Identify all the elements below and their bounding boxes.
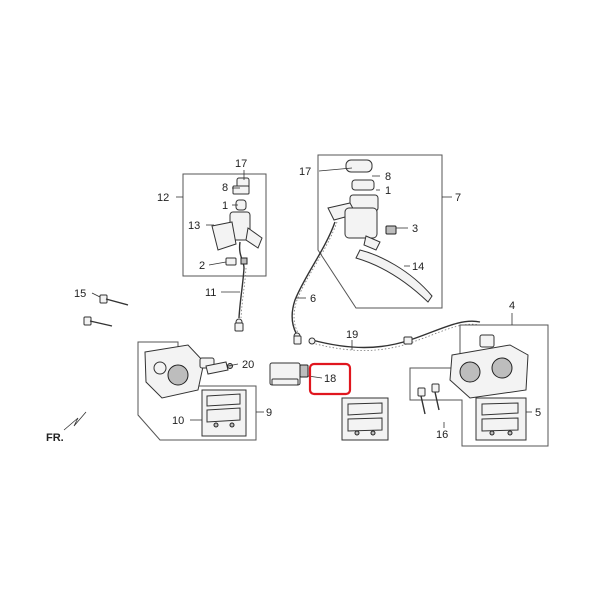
highlight-box-18[interactable] bbox=[308, 362, 352, 396]
label-19: 19 bbox=[346, 329, 358, 341]
label-17-left: 17 bbox=[235, 158, 247, 170]
label-13: 13 bbox=[188, 220, 200, 232]
right-caliper-box bbox=[409, 324, 549, 447]
label-12: 12 bbox=[157, 192, 169, 204]
label-11: 11 bbox=[205, 287, 216, 299]
label-17-right: 17 bbox=[299, 166, 311, 178]
label-4: 4 bbox=[509, 300, 515, 312]
right-master-cylinder-box bbox=[317, 154, 443, 309]
label-8-left: 8 bbox=[222, 182, 228, 194]
label-2: 2 bbox=[199, 260, 205, 272]
label-8-right: 8 bbox=[385, 171, 391, 183]
label-20: 20 bbox=[242, 359, 254, 371]
center-brake-pads[interactable] bbox=[341, 397, 389, 441]
label-9: 9 bbox=[266, 407, 272, 419]
left-caliper[interactable] bbox=[144, 344, 215, 399]
label-10: 10 bbox=[172, 415, 184, 427]
left-brake-hose[interactable] bbox=[234, 267, 247, 332]
label-14: 14 bbox=[412, 261, 424, 273]
label-16: 16 bbox=[436, 429, 448, 441]
right-brake-pads[interactable] bbox=[475, 397, 527, 441]
label-7: 7 bbox=[455, 192, 461, 204]
bolts-16[interactable] bbox=[417, 383, 440, 415]
label-5: 5 bbox=[535, 407, 541, 419]
left-master-cylinder[interactable] bbox=[211, 177, 263, 269]
left-brake-pads[interactable] bbox=[201, 389, 247, 437]
center-brake-hose-19[interactable] bbox=[308, 320, 481, 351]
label-3: 3 bbox=[412, 223, 418, 235]
bolts-15[interactable] bbox=[83, 294, 129, 327]
label-1-left: 1 bbox=[222, 200, 228, 212]
right-caliper[interactable] bbox=[449, 334, 529, 399]
right-master-cylinder[interactable] bbox=[327, 159, 433, 303]
fr-label: FR. bbox=[46, 432, 64, 444]
front-direction-indicator: FR. bbox=[46, 411, 87, 444]
label-18: 18 bbox=[324, 373, 336, 385]
part-labels: 17 8 1 12 13 2 11 17 8 1 7 3 14 6 15 20 … bbox=[74, 158, 541, 441]
brake-lever[interactable] bbox=[355, 249, 433, 303]
label-15: 15 bbox=[74, 288, 86, 300]
label-1-right: 1 bbox=[385, 185, 391, 197]
label-6: 6 bbox=[310, 293, 316, 305]
right-brake-hose[interactable] bbox=[291, 221, 338, 345]
brake-switch-block[interactable] bbox=[269, 362, 309, 386]
leader-lines bbox=[91, 167, 532, 428]
left-master-cylinder-box bbox=[182, 173, 267, 277]
